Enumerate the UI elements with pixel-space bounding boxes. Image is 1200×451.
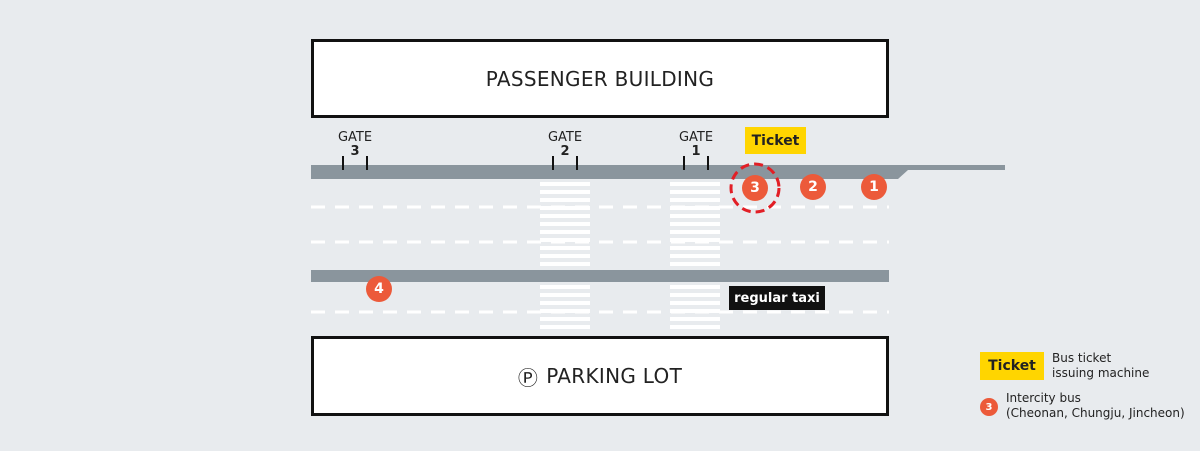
regular-taxi-tag: regular taxi	[729, 286, 825, 310]
legend-ticket-line-1: Bus ticket	[1052, 351, 1112, 365]
bus-stop-4: 4	[366, 276, 392, 302]
ticket-machine-tag: Ticket	[745, 127, 806, 154]
legend-ticket-tag: Ticket	[980, 352, 1044, 380]
passenger-building-label: PASSENGER BUILDING	[485, 66, 715, 91]
gate-number: 1	[691, 144, 701, 159]
legend-bus-line-1: Intercity bus	[1006, 391, 1081, 405]
lane-dashes	[311, 205, 889, 314]
passenger-building: PASSENGER BUILDING	[311, 39, 889, 118]
upper-curb	[311, 165, 1005, 179]
legend-bus-line-2: (Cheonan, Chungju, Jincheon)	[1006, 406, 1185, 420]
bus-stop-1: 1	[861, 174, 887, 200]
gate-1-label: GATE 1	[671, 131, 721, 159]
highlight-ring-stop-3	[729, 162, 781, 214]
legend-bus-description: Intercity bus (Cheonan, Chungju, Jincheo…	[1006, 391, 1185, 421]
crosswalk-gate-1	[670, 182, 720, 329]
legend-ticket-line-2: issuing machine	[1052, 366, 1150, 380]
gate-number: 3	[350, 144, 360, 159]
gate-ticks	[342, 156, 709, 170]
gate-3-label: GATE 3	[330, 131, 380, 159]
crosswalk-gate-2	[540, 182, 590, 329]
median-curb	[311, 270, 889, 282]
legend-ticket-description: Bus ticket issuing machine	[1052, 351, 1149, 381]
legend-bus-stop-icon: 3	[980, 398, 998, 416]
parking-lot: Ⓟ PARKING LOT	[311, 336, 889, 416]
gate-word: GATE	[678, 130, 714, 145]
bus-stop-2: 2	[800, 174, 826, 200]
parking-lot-label: PARKING LOT	[546, 364, 683, 388]
gate-2-label: GATE 2	[540, 131, 590, 159]
parking-icon: Ⓟ	[517, 365, 539, 390]
bus-stop-3: 3	[742, 175, 768, 201]
gate-word: GATE	[337, 130, 373, 145]
gate-number: 2	[560, 144, 570, 159]
gate-word: GATE	[547, 130, 583, 145]
